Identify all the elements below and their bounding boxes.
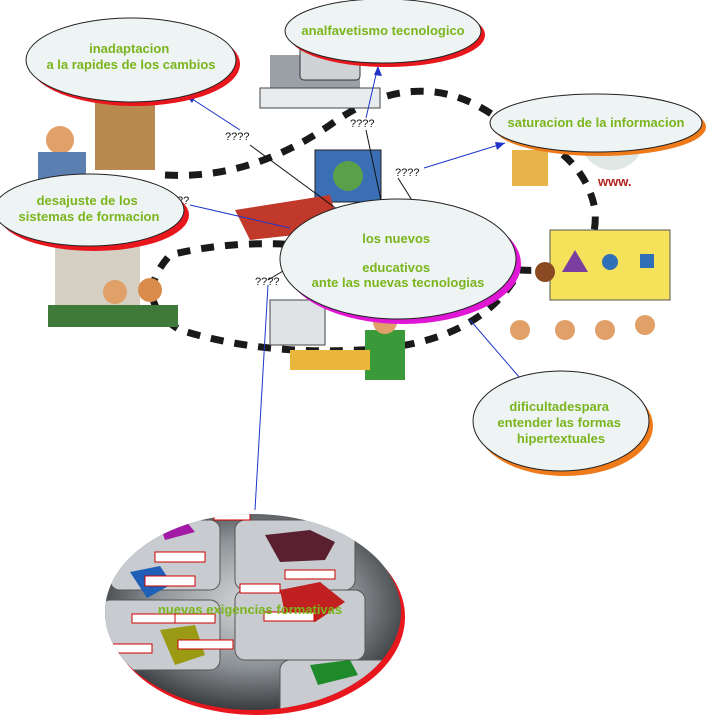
center-text-line: ante las nuevas tecnologias xyxy=(312,275,485,290)
node-analfavetismo: analfavetismo tecnologico xyxy=(284,0,485,67)
arrowhead-analfavetismo xyxy=(374,66,382,76)
edge-label: ???? xyxy=(395,167,419,179)
connector-exigencias xyxy=(254,284,269,511)
edge-label: ???? xyxy=(225,131,249,143)
node-desajuste: desajuste de los sistemas de formacion xyxy=(0,173,189,251)
arrowhead-saturacion xyxy=(495,142,505,150)
connector-saturacion xyxy=(423,142,506,169)
node-text-line: inadaptacion xyxy=(89,41,169,56)
center-text-line: los nuevos xyxy=(362,231,430,246)
node-saturacion: saturacion de la informacion xyxy=(489,93,706,156)
connector-center-analfavetismo xyxy=(365,129,383,206)
edge-label: ???? xyxy=(255,276,279,288)
svg-text:inadaptacion a la rapide: inadaptacion a la rapides de los cambios xyxy=(46,41,215,72)
node-center: los nuevos educativos ante las nuevas te… xyxy=(279,198,521,324)
node-text-line: analfavetismo tecnologico xyxy=(301,23,464,38)
node-dificultades: dificultadespara entender las formas hip… xyxy=(472,370,653,476)
node-text-line: sistemas de formacion xyxy=(19,209,160,224)
center-text-line: educativos xyxy=(362,260,430,275)
node-text-line: entender las formas xyxy=(497,415,621,430)
node-text-line: saturacion de la informacion xyxy=(508,115,685,130)
connector-desajuste xyxy=(189,204,291,229)
classroom-illustration xyxy=(48,240,178,327)
keyboard-map-image xyxy=(105,514,405,715)
connector-inadaptacion xyxy=(185,94,241,131)
svg-text:dificultadespara entende: dificultadespara entender las formas hip… xyxy=(497,399,624,446)
edge-label: ???? xyxy=(350,118,374,130)
svg-text:los nuevos educat: los nuevos educativos ante las nuevas te… xyxy=(312,231,485,290)
teacher-shapes-illustration xyxy=(510,229,671,340)
node-inadaptacion: inadaptacion a la rapides de los cambios xyxy=(25,17,240,106)
svg-text:desajuste de los sistema: desajuste de los sistemas de formacion xyxy=(19,193,160,224)
svg-text:saturacion de la informacion: saturacion de la informacion xyxy=(508,115,685,130)
node-exigencias: nuevas exigencias formativas xyxy=(158,602,342,617)
svg-text:analfavetismo tecnologico: analfavetismo tecnologico xyxy=(301,23,464,38)
student-computer-illustration xyxy=(269,299,405,380)
node-text-line: dificultadespara xyxy=(509,399,609,414)
node-text-line: hipertextuales xyxy=(517,431,605,446)
library-illustration xyxy=(38,100,155,182)
node-text-line: desajuste de los xyxy=(37,193,138,208)
connector-dificultades xyxy=(469,319,521,379)
node-text-line: a la rapides de los cambios xyxy=(46,57,215,72)
svg-text:www.: www. xyxy=(597,174,631,189)
connector-center-inadaptacion xyxy=(249,144,346,216)
